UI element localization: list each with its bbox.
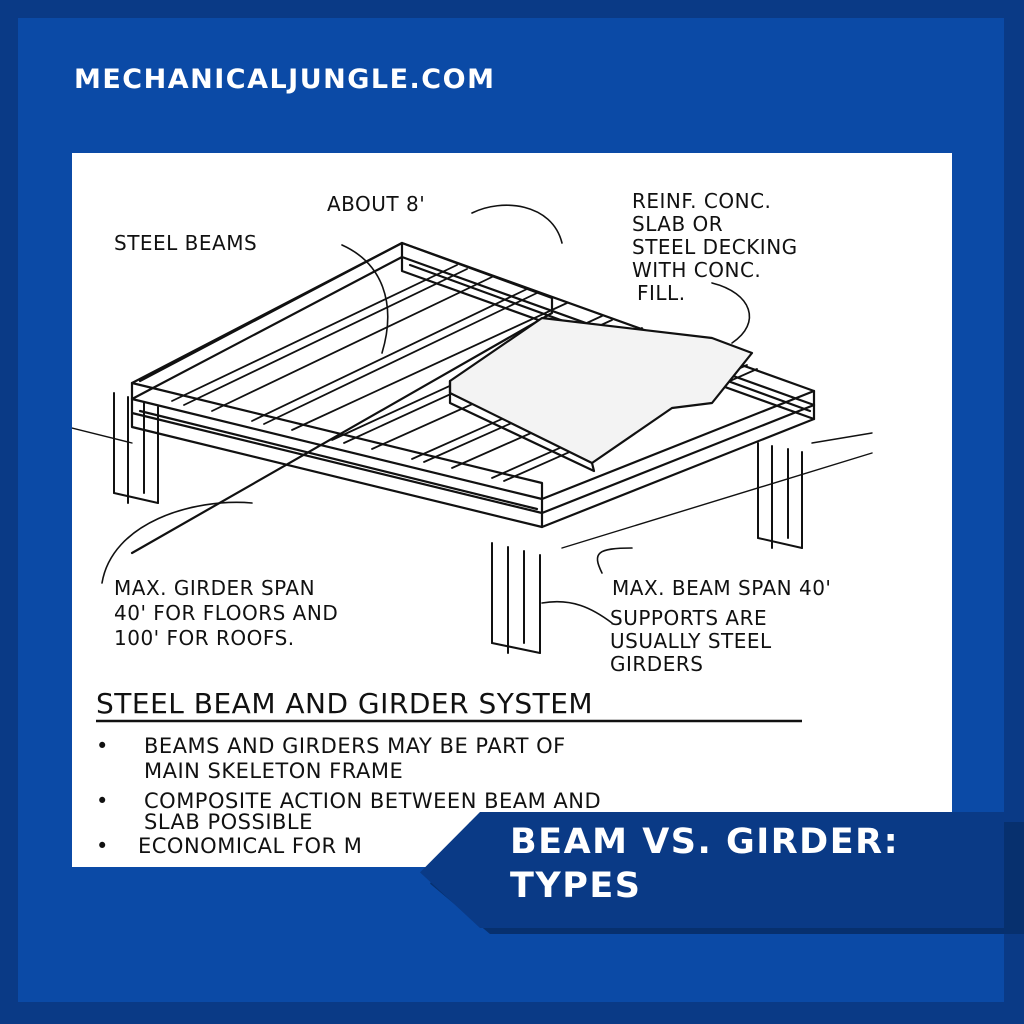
title-banner [420,812,1004,928]
bullet-2-line-2: SLAB POSSIBLE [144,810,313,834]
banner-title-line-1: BEAM VS. GIRDER: [510,822,900,862]
bullet-dot: • [96,834,109,858]
label-girder-span-2: 40' FOR FLOORS AND [114,601,338,625]
diagram-sketch: ABOUT 8' STEEL BEAMS REINF. CONC. SLAB O… [72,153,952,867]
label-girder-span-1: MAX. GIRDER SPAN [114,576,315,600]
banner-title: BEAM VS. GIRDER: TYPES [510,820,980,908]
bullet-dot: • [96,789,109,813]
label-about: ABOUT 8' [327,192,425,216]
label-girder-span-3: 100' FOR ROOFS. [114,626,295,650]
label-supports-2: USUALLY STEEL [610,629,772,653]
bullet-1-line-2: MAIN SKELETON FRAME [144,759,403,783]
bullet-2-line-1: COMPOSITE ACTION BETWEEN BEAM AND [144,789,601,813]
banner-title-line-2: TYPES [510,866,642,906]
diagram-title: STEEL BEAM AND GIRDER SYSTEM [96,687,593,720]
dimension-lines [72,427,873,549]
label-supports-3: GIRDERS [610,652,703,676]
label-slab-4: WITH CONC. [632,258,761,282]
bullet-1-line-1: BEAMS AND GIRDERS MAY BE PART OF [144,734,566,758]
columns [113,392,803,654]
steel-frame-drawing: ABOUT 8' STEEL BEAMS REINF. CONC. SLAB O… [72,189,873,858]
label-slab-3: STEEL DECKING [632,235,798,259]
bullet-3-line-1: ECONOMICAL FOR M [138,834,362,858]
label-slab-1: REINF. CONC. [632,189,771,213]
bullet-dot: • [96,734,109,758]
label-beam-span: MAX. BEAM SPAN 40' [612,576,831,600]
concrete-slab [448,316,754,473]
label-steel-beams: STEEL BEAMS [114,231,257,255]
label-slab-5: FILL. [637,281,686,305]
right-girder [540,389,816,529]
label-slab-2: SLAB OR [632,212,723,236]
leader-arrows [101,204,751,624]
label-supports-1: SUPPORTS ARE [610,606,767,630]
site-name: MECHANICALJUNGLE.COM [74,64,496,95]
